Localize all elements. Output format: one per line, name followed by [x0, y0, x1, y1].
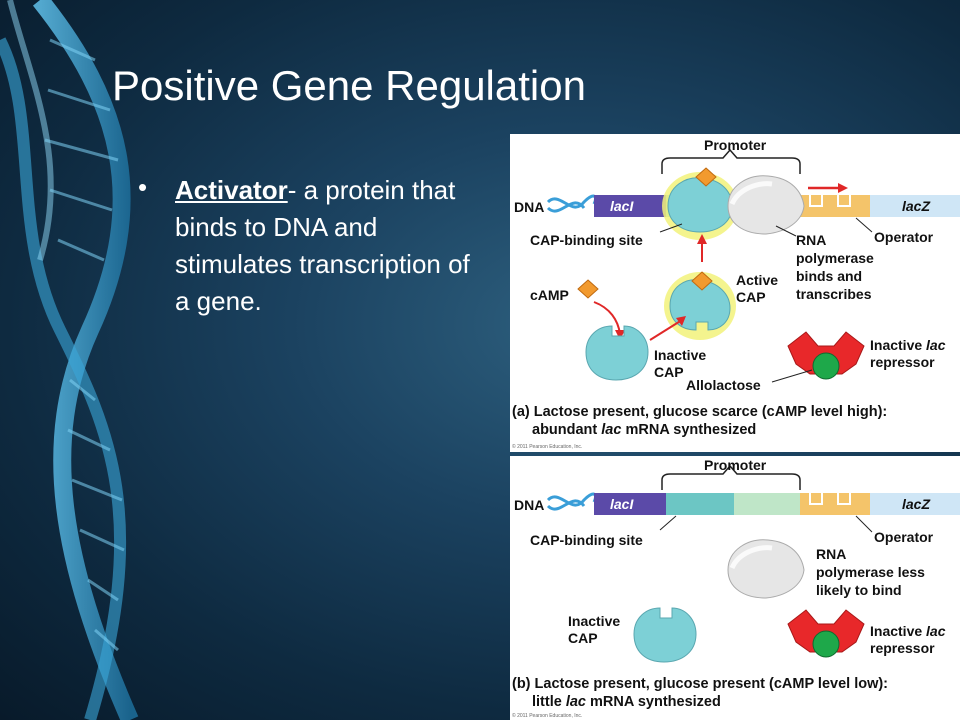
panel-b-copyright: © 2011 Pearson Education, Inc. [512, 712, 582, 719]
figure-panel-b: Promoter DNA lacI lacZ CAP-binding site … [510, 456, 960, 720]
inactive-cap-line1: Inactive [568, 613, 620, 629]
panel-b-caption-line1: (b) Lactose present, glucose present (cA… [512, 676, 888, 692]
repressor-b-line1: Inactive lac [870, 623, 946, 639]
allolactose-label: Allolactose [686, 377, 761, 393]
lacz-label: lacZ [902, 198, 930, 214]
cap-binding-site-label: CAP-binding site [530, 532, 643, 548]
rna-label-line2: polymerase less [816, 564, 925, 580]
rna-label-line3: likely to bind [816, 582, 902, 598]
slide-title: Positive Gene Regulation [112, 62, 586, 109]
inactive-cap-line2: CAP [568, 630, 598, 646]
laci-label: lacI [610, 198, 634, 214]
panel-a-copyright: © 2011 Pearson Education, Inc. [512, 443, 582, 450]
repressor-a-line2: repressor [870, 354, 935, 370]
laci-label: lacI [610, 496, 634, 512]
active-cap-line2: CAP [736, 289, 766, 305]
panel-b-caption-line2: little lac mRNA synthesized [532, 694, 721, 710]
dna-label: DNA [514, 497, 544, 513]
active-cap-line1: Active [736, 272, 778, 288]
panel-a-diagram: Promoter DNA lacI lacZ [512, 137, 960, 450]
rna-label-line1: RNA [816, 546, 846, 562]
operator-label: Operator [874, 529, 934, 545]
operator-label: Operator [874, 229, 934, 245]
cap-binding-site-label: CAP-binding site [530, 232, 643, 248]
dna-label: DNA [514, 199, 544, 215]
promoter-label: Promoter [704, 137, 767, 153]
panel-a-caption-line1: (a) Lactose present, glucose scarce (cAM… [512, 404, 887, 420]
bullet-item: Activator- a protein that binds to DNA a… [175, 172, 475, 320]
activator-definition: - a protein that binds to DNA and stimul… [175, 175, 470, 316]
rna-label-line4: transcribes [796, 286, 872, 302]
inactive-cap-line2: CAP [654, 364, 684, 380]
rna-label-line2: polymerase [796, 250, 874, 266]
dna-helix-decoration [0, 0, 139, 720]
figure-panel-a: Promoter DNA lacI lacZ [510, 134, 960, 452]
repressor-b-line2: repressor [870, 640, 935, 656]
rna-label-line1: RNA [796, 232, 826, 248]
promoter-label: Promoter [704, 457, 767, 473]
activator-term: Activator [175, 175, 288, 205]
panel-b-diagram: Promoter DNA lacI lacZ CAP-binding site … [512, 457, 960, 719]
inactive-cap-line1: Inactive [654, 347, 706, 363]
bullet-marker: • [138, 172, 148, 202]
camp-label: cAMP [530, 287, 569, 303]
lacz-label: lacZ [902, 496, 930, 512]
repressor-a-line1: Inactive lac [870, 337, 946, 353]
rna-label-line3: binds and [796, 268, 862, 284]
panel-a-caption-line2: abundant lac mRNA synthesized [532, 422, 756, 438]
